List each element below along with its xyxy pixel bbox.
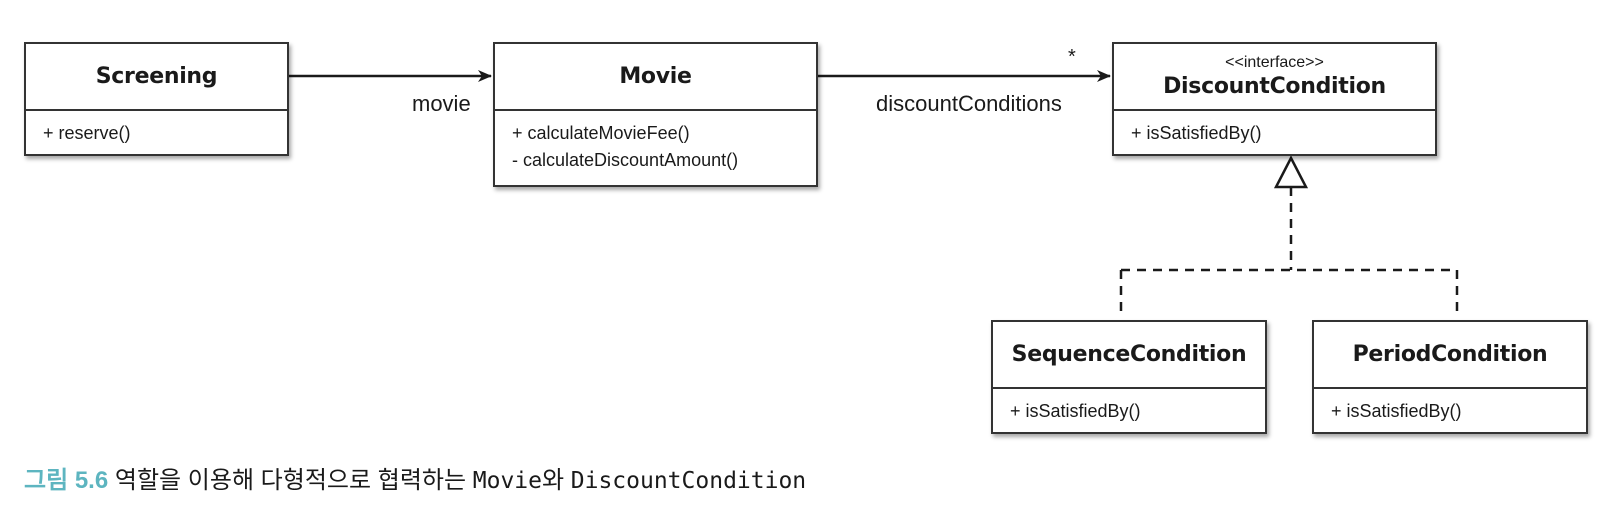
class-screening-operations: + reserve() <box>26 111 287 147</box>
class-sequence-condition-name: SequenceCondition <box>1011 342 1247 367</box>
caption-text: 역할을 이용해 다형적으로 협력하는 <box>108 467 473 494</box>
association-role-discount-conditions: discountConditions <box>876 91 1062 116</box>
class-discount-condition-operations: + isSatisfiedBy() <box>1114 111 1435 147</box>
operation-calculate-discount-amount: - calculateDiscountAmount() <box>512 150 739 170</box>
class-discount-condition-name: DiscountCondition <box>1163 74 1386 99</box>
caption-text-middle: 와 <box>542 467 571 494</box>
class-movie: Movie + calculateMovieFee() - calculateD… <box>493 42 818 187</box>
operation-is-satisfied-by: + isSatisfiedBy() <box>1331 401 1462 421</box>
operation-reserve: + reserve() <box>43 123 131 143</box>
interface-stereotype: <<interface>> <box>1225 54 1324 71</box>
association-role-movie: movie <box>412 91 471 116</box>
figure-number: 그림 5.6 <box>24 467 109 494</box>
association-multiplicity: * <box>1068 46 1076 68</box>
class-discount-condition-header: <<interface>> DiscountCondition <box>1114 44 1435 111</box>
class-period-condition: PeriodCondition + isSatisfiedBy() <box>1312 320 1588 434</box>
operation-calculate-movie-fee: + calculateMovieFee() <box>512 123 690 143</box>
class-period-condition-name: PeriodCondition <box>1352 342 1548 367</box>
class-period-condition-header: PeriodCondition <box>1314 322 1586 389</box>
figure-caption: 그림 5.6 역할을 이용해 다형적으로 협력하는 Movie와 Discoun… <box>24 460 806 495</box>
class-movie-header: Movie <box>495 44 816 111</box>
class-sequence-condition: SequenceCondition + isSatisfiedBy() <box>991 320 1267 434</box>
class-sequence-condition-operations: + isSatisfiedBy() <box>993 389 1265 425</box>
class-period-condition-operations: + isSatisfiedBy() <box>1314 389 1586 425</box>
realization-lines <box>1119 187 1459 318</box>
class-screening-header: Screening <box>26 44 287 111</box>
operation-is-satisfied-by: + isSatisfiedBy() <box>1131 123 1262 143</box>
class-sequence-condition-header: SequenceCondition <box>993 322 1265 389</box>
class-movie-name: Movie <box>619 64 692 89</box>
class-screening-name: Screening <box>95 64 218 89</box>
class-discount-condition: <<interface>> DiscountCondition + isSati… <box>1112 42 1437 156</box>
caption-code-discount-condition: DiscountCondition <box>570 468 807 494</box>
caption-code-movie: Movie <box>472 468 542 494</box>
class-screening: Screening + reserve() <box>24 42 289 156</box>
class-movie-operations: + calculateMovieFee() - calculateDiscoun… <box>495 111 816 174</box>
operation-is-satisfied-by: + isSatisfiedBy() <box>1010 401 1141 421</box>
realization-triangle-icon <box>1273 155 1309 189</box>
